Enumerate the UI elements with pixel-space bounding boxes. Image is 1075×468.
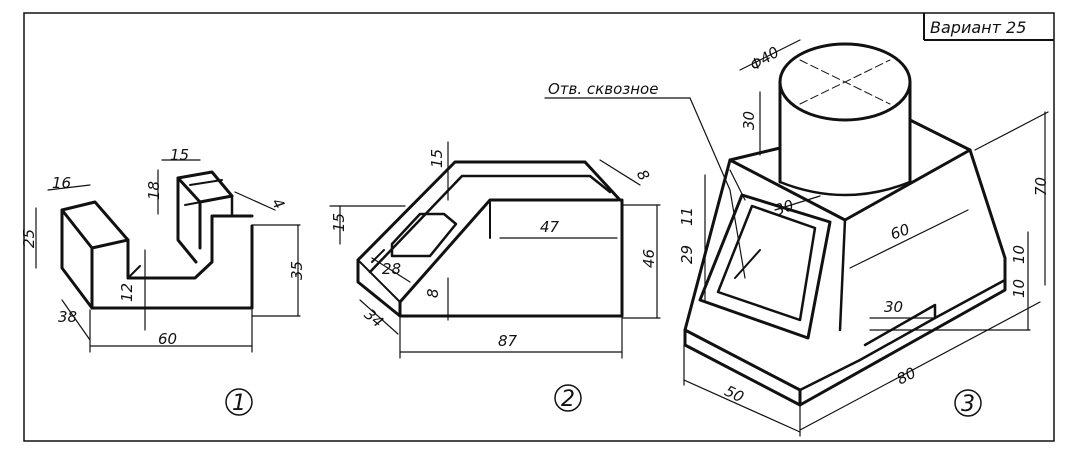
part1-dim-38: 38 [58,308,77,326]
part3-dim-30b: 30 [772,196,796,219]
part3-dim-diameter-40: Φ40 [747,43,783,75]
part3-dim-10b: 10 [1010,279,1028,298]
part3-number: 3 [961,392,975,417]
part-1-drawing [35,159,301,416]
part1-dim-35: 35 [288,261,306,280]
part3-dim-29: 29 [678,245,696,264]
part1-dim-18: 18 [145,181,163,200]
part2-dim-47: 47 [540,218,560,236]
part3-dim-10a: 10 [1010,245,1028,264]
variant-title: Вариант 25 [930,18,1026,37]
part3-dim-30c: 30 [884,298,903,316]
through-hole-label: Отв. сквозное [548,80,658,98]
part-1-dimensions: 16 25 15 18 4 35 12 38 60 1 [20,146,306,416]
part1-dim-25: 25 [20,229,38,248]
part3-dim-50: 50 [722,382,747,407]
part2-number: 2 [561,387,575,412]
part-3-drawing [544,39,1049,437]
part2-dim-15b: 15 [330,213,348,232]
part3-dim-60: 60 [888,220,912,243]
part-2-dimensions: 15 15 8 47 46 28 8 34 87 2 [330,149,658,412]
part3-dim-30a: 30 [740,111,758,130]
part1-dim-16: 16 [52,174,71,192]
part2-dim-8b: 8 [424,288,442,298]
part2-dim-87: 87 [498,332,518,350]
part3-dim-70: 70 [1032,177,1050,196]
part-2-drawing [329,141,661,412]
part2-dim-8a: 8 [633,167,653,184]
part1-dim-4: 4 [268,195,288,212]
title-block: Вариант 25 [923,13,1054,41]
sheet-frame [23,12,1055,442]
part1-dim-12: 12 [118,283,136,302]
part1-number: 1 [232,391,246,416]
part1-dim-60: 60 [158,330,177,348]
part2-dim-15a: 15 [428,149,446,168]
part2-dim-28: 28 [382,260,401,278]
part3-dim-80: 80 [894,364,919,389]
part2-dim-34: 34 [361,305,387,331]
part1-dim-15: 15 [170,146,189,164]
part2-dim-46: 46 [640,249,658,268]
part3-dim-11: 11 [678,207,696,226]
